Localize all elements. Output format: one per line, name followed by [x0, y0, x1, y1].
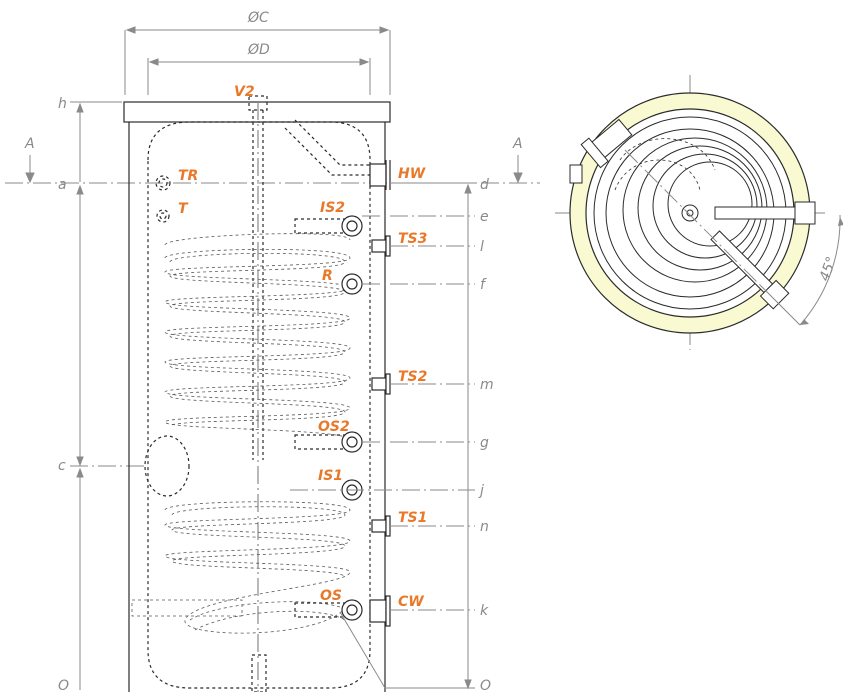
heat-exchanger-coils	[131, 233, 351, 634]
dim-o-right-label: O	[480, 678, 491, 692]
port-is1-label: IS1	[318, 468, 343, 484]
ts3-connector	[371, 235, 391, 257]
port-connectors	[294, 215, 391, 627]
dim-l-label: l	[480, 239, 484, 255]
section-mark-left: A	[24, 136, 35, 152]
dim-h-label: h	[58, 96, 67, 112]
port-hw-label: HW	[398, 166, 426, 182]
dim-k-label: k	[480, 603, 489, 619]
dim-n-label: n	[480, 519, 489, 535]
right-dimension-lines	[290, 182, 475, 690]
tank-body	[123, 95, 391, 692]
port-r-label: R	[322, 268, 333, 284]
port-t-label: T	[178, 201, 189, 217]
port-os2-label: OS2	[318, 419, 350, 435]
left-height-dimensions	[70, 101, 148, 690]
is2-connector	[294, 215, 363, 237]
inner-diameter-label: ØD	[247, 42, 270, 58]
dim-c-label: c	[58, 458, 66, 474]
dim-o-left-label: O	[58, 678, 69, 692]
r-connector	[341, 273, 363, 295]
dim-f-label: f	[480, 277, 487, 293]
top-view	[555, 75, 843, 350]
cw-connector	[369, 595, 391, 627]
os2-connector	[294, 431, 363, 453]
port-is2-label: IS2	[320, 200, 345, 216]
ts2-connector	[371, 373, 391, 395]
port-cw-label: CW	[398, 594, 424, 610]
os-connector	[294, 599, 363, 621]
port-ts2-label: TS2	[398, 369, 427, 385]
port-tr-label: TR	[178, 168, 198, 184]
dim-j-label: j	[478, 483, 484, 499]
outer-diameter-label: ØC	[247, 10, 269, 26]
dim-e-label: e	[480, 209, 489, 225]
port-os-label: OS	[320, 588, 342, 604]
section-mark-right: A	[512, 136, 523, 152]
dim-a-label: a	[58, 177, 67, 193]
port-ts3-label: TS3	[398, 231, 427, 247]
port-v2-label: V2	[234, 84, 255, 100]
dim-g-label: g	[480, 435, 489, 451]
dim-m-label: m	[480, 377, 494, 393]
dim-d-label: d	[480, 177, 489, 193]
port-ts1-label: TS1	[398, 510, 427, 526]
ts1-connector	[371, 515, 391, 537]
diameter-dimensions	[124, 26, 391, 95]
angle-label: 45°	[817, 255, 841, 284]
section-line	[5, 155, 540, 184]
